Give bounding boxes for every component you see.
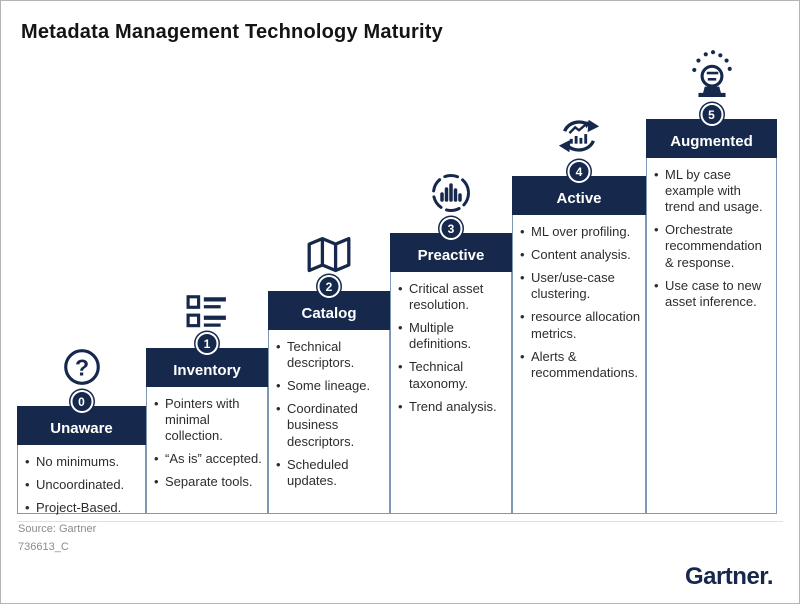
stage-body: ML over profiling. Content analysis. Use… <box>512 215 646 514</box>
stage-bullet: Separate tools. <box>154 474 263 490</box>
stage-bullet: Project-Based. <box>25 500 141 516</box>
stage-bullet: ML over profiling. <box>520 224 641 240</box>
stage-column-inventory: 1 Inventory Pointers with minimal collec… <box>146 295 268 514</box>
stage-bullet: Use case to new asset inference. <box>654 278 772 310</box>
stage-column-catalog: 2 Catalog Technical descriptors. Some li… <box>268 236 390 514</box>
stage-number-badge: 4 <box>567 160 591 183</box>
bar-chart-icon <box>428 169 474 215</box>
map-icon <box>306 227 352 273</box>
stage-bullet: Uncoordinated. <box>25 477 141 493</box>
question-icon: ? <box>59 342 105 388</box>
stage-bullet: Alerts & recommendations. <box>520 349 641 381</box>
stage-bullet: Critical asset resolution. <box>398 281 507 313</box>
stage-bullet: Scheduled updates. <box>276 457 385 489</box>
source-text: Source: Gartner <box>18 523 97 535</box>
stage-bullet: Trend analysis. <box>398 399 507 415</box>
stage-number-badge: 0 <box>70 390 93 413</box>
page-title: Metadata Management Technology Maturity <box>21 21 443 43</box>
stage-number-badge: 1 <box>195 332 219 355</box>
checklist-icon <box>184 284 230 330</box>
stage-bullet: No minimums. <box>25 454 141 470</box>
svg-text:?: ? <box>74 354 88 380</box>
stage-body: ML by case example with trend and usage.… <box>646 158 777 514</box>
ai-head-icon <box>689 50 735 97</box>
stage-bullet: Content analysis. <box>520 247 641 263</box>
stage-bullet: “As is” accepted. <box>154 451 263 467</box>
stage-body: Pointers with minimal collection. “As is… <box>146 387 268 514</box>
stage-body: Technical descriptors. Some lineage. Coo… <box>268 330 390 514</box>
gartner-logo: Gartner. <box>684 563 774 590</box>
stage-column-preactive: 3 Preactive Critical asset resolution. M… <box>390 174 512 514</box>
sync-chart-icon <box>556 112 602 158</box>
stage-body: Critical asset resolution. Multiple defi… <box>390 272 512 514</box>
stage-bullet: Multiple definitions. <box>398 320 507 352</box>
stage-bullet: Coordinated business descriptors. <box>276 401 385 449</box>
stage-bullet: User/use-case clustering. <box>520 270 641 302</box>
stage-bullet: Pointers with minimal collection. <box>154 396 263 444</box>
stage-bullet: ML by case example with trend and usage. <box>654 167 772 215</box>
footer-divider <box>17 521 783 522</box>
stage-column-unaware: ? 0 Unaware No minimums. Uncoordinated. … <box>17 349 146 516</box>
stage-number-badge: 3 <box>439 217 463 240</box>
stage-column-active: 4 Active ML over profiling. Content anal… <box>512 119 646 514</box>
stage-bullet: Orchestrate recommendation & response. <box>654 222 772 270</box>
stage-number-badge: 2 <box>317 275 341 298</box>
stage-number-badge: 5 <box>700 103 723 126</box>
stage-body: No minimums. Uncoordinated. Project-Base… <box>17 445 146 516</box>
document-id: 736613_C <box>18 541 69 553</box>
stage-bullet: resource allocation metrics. <box>520 309 641 341</box>
stage-bullet: Technical descriptors. <box>276 339 385 371</box>
stage-bullet: Some lineage. <box>276 378 385 394</box>
stage-column-augmented: 5 Augmented ML by case example with tren… <box>646 50 777 514</box>
stage-bullet: Technical taxonomy. <box>398 359 507 391</box>
